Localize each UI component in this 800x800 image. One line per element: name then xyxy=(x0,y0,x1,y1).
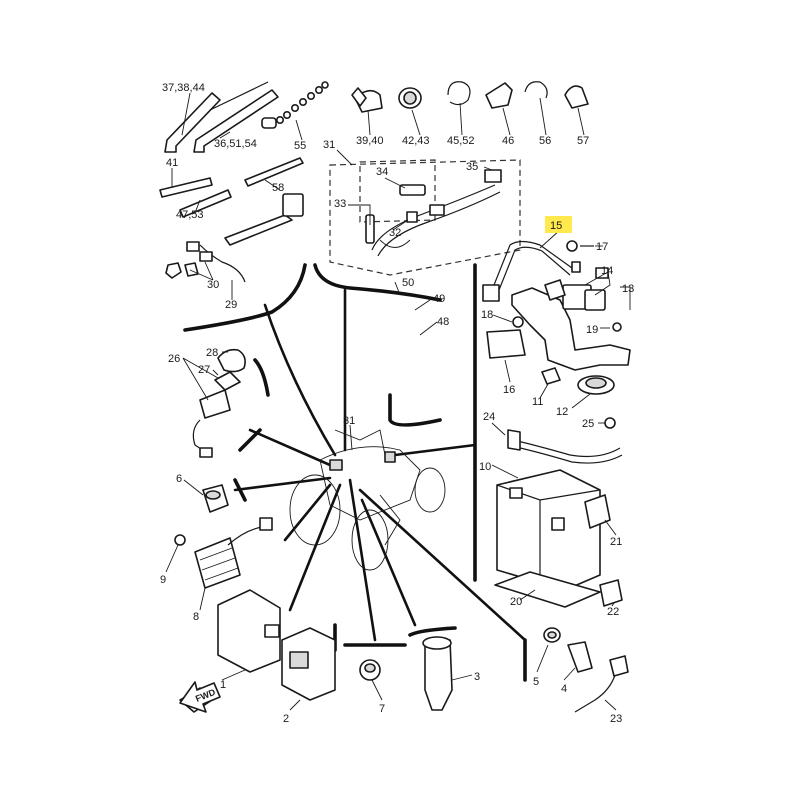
callout-50[interactable]: 50 xyxy=(402,277,414,289)
switch-assembly xyxy=(192,348,246,458)
callout-37-38-44[interactable]: 37,38,44 xyxy=(162,82,205,94)
callout-4[interactable]: 4 xyxy=(561,683,567,695)
callout-20[interactable]: 20 xyxy=(510,596,522,608)
callout-9[interactable]: 9 xyxy=(160,574,166,586)
callout-35[interactable]: 35 xyxy=(466,161,478,173)
callout-5[interactable]: 5 xyxy=(533,676,539,688)
callout-3[interactable]: 3 xyxy=(474,671,480,683)
callout-45-52[interactable]: 45,52 xyxy=(447,135,475,147)
callout-12[interactable]: 12 xyxy=(556,406,568,418)
callout-11[interactable]: 11 xyxy=(532,396,543,408)
callout-23[interactable]: 23 xyxy=(610,713,622,725)
beads xyxy=(275,81,329,125)
callout-58[interactable]: 58 xyxy=(272,182,284,194)
atv-illustration xyxy=(289,429,446,571)
callout-57[interactable]: 57 xyxy=(577,135,589,147)
callout-46[interactable]: 46 xyxy=(502,135,514,147)
callout-2[interactable]: 2 xyxy=(283,713,289,725)
callout-17[interactable]: 17 xyxy=(596,241,608,253)
callout-31-harness[interactable]: 31 xyxy=(323,139,335,151)
callout-47-53[interactable]: 47,53 xyxy=(176,209,204,221)
callout-30[interactable]: 30 xyxy=(207,279,219,291)
callout-29[interactable]: 29 xyxy=(225,299,237,311)
leader-lines xyxy=(165,92,631,711)
clamps-row xyxy=(351,81,589,113)
battery-assembly xyxy=(494,429,623,608)
callout-24[interactable]: 24 xyxy=(483,411,495,423)
callout-22[interactable]: 22 xyxy=(607,606,619,618)
callout-49[interactable]: 49 xyxy=(433,293,445,305)
callout-1[interactable]: 1 xyxy=(220,679,226,691)
callout-36-51-54[interactable]: 36,51,54 xyxy=(214,138,257,150)
callout-39-40[interactable]: 39,40 xyxy=(356,135,384,147)
callout-28[interactable]: 28 xyxy=(206,347,218,359)
callout-48[interactable]: 48 xyxy=(437,316,449,328)
callout-56[interactable]: 56 xyxy=(539,135,551,147)
callout-21[interactable]: 21 xyxy=(610,536,622,548)
wire-harness-box xyxy=(329,159,521,276)
callout-32[interactable]: 32 xyxy=(389,227,401,239)
callout-13[interactable]: 13 xyxy=(622,283,634,295)
connector-lines xyxy=(233,288,527,642)
callout-41[interactable]: 41 xyxy=(166,157,178,169)
highlight-marker xyxy=(545,216,572,233)
callout-14[interactable]: 14 xyxy=(601,265,613,277)
callout-26[interactable]: 26 xyxy=(168,353,180,365)
lower-components xyxy=(174,484,629,713)
callout-31-atv[interactable]: 31 xyxy=(343,415,355,427)
callout-25[interactable]: 25 xyxy=(582,418,594,430)
callout-10[interactable]: 10 xyxy=(479,461,491,473)
callout-27[interactable]: 27 xyxy=(198,364,210,376)
callout-15-highlighted[interactable]: 15 xyxy=(550,220,562,232)
callout-19[interactable]: 19 xyxy=(586,324,598,336)
callout-55[interactable]: 55 xyxy=(294,140,306,152)
callout-34[interactable]: 34 xyxy=(376,166,388,178)
callout-labels: 37,38,44 36,51,54 55 41 47,53 58 30 29 3… xyxy=(160,82,634,725)
callout-42-43[interactable]: 42,43 xyxy=(402,135,430,147)
callout-7[interactable]: 7 xyxy=(379,703,385,715)
callout-6[interactable]: 6 xyxy=(176,473,182,485)
callout-16[interactable]: 16 xyxy=(503,384,515,396)
forward-arrow-icon: FWD xyxy=(179,681,221,713)
relay-assembly xyxy=(482,240,631,429)
callout-8[interactable]: 8 xyxy=(193,611,199,623)
callout-33[interactable]: 33 xyxy=(334,198,346,210)
callout-18[interactable]: 18 xyxy=(481,309,493,321)
bands-and-ties xyxy=(159,81,329,283)
